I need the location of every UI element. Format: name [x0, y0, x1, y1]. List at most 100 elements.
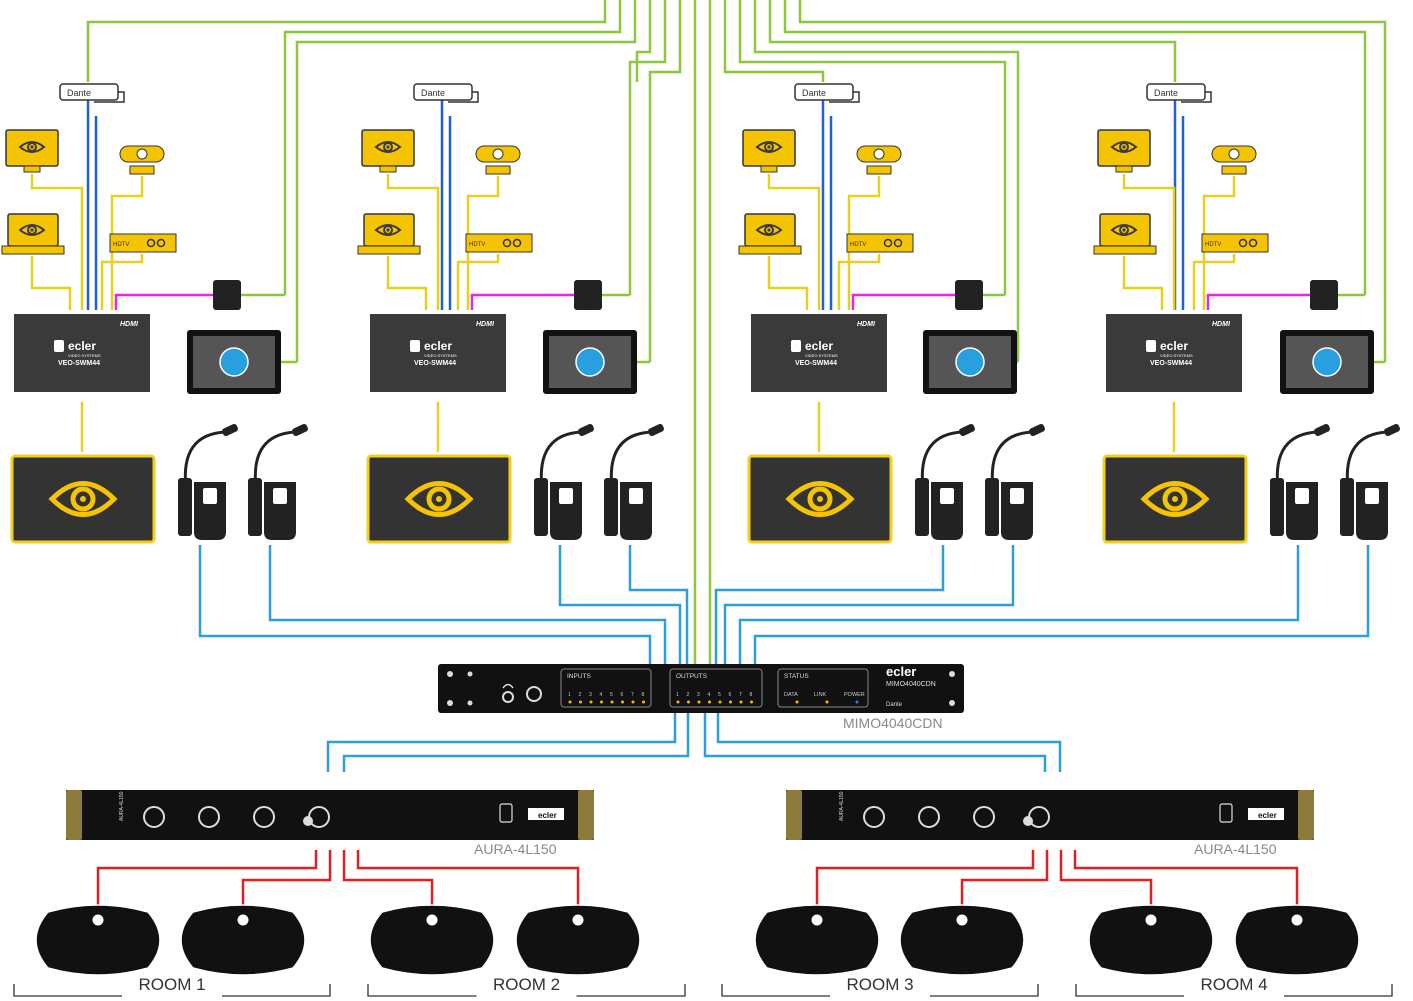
- status-item-label: LINK: [814, 692, 827, 698]
- channel-number: 7: [739, 692, 742, 698]
- network-cable: [753, 0, 1020, 362]
- ecler-logo-icon: [1146, 340, 1156, 352]
- ecler-logo-icon: [410, 340, 420, 352]
- switcher-brand: ecler: [805, 339, 833, 353]
- gooseneck-microphone: [248, 423, 308, 540]
- network-cable: [628, 0, 667, 295]
- power-button: [303, 816, 313, 826]
- headphone-icon: [502, 683, 514, 689]
- amp-model-plate: AURA-4L150: [119, 791, 125, 821]
- mic-neck: [539, 430, 583, 489]
- camera-lens-icon: [136, 148, 148, 160]
- camera-lens-icon: [1228, 148, 1240, 160]
- receiver-button: [1238, 238, 1248, 248]
- monitor: [361, 129, 415, 173]
- channel-led: [642, 700, 645, 704]
- usb-cable: [114, 293, 213, 310]
- inputs-panel: [560, 668, 652, 708]
- speaker-cable: [960, 850, 1049, 905]
- channel-number: 4: [708, 692, 711, 698]
- laptop-base: [1, 245, 65, 255]
- mic-connector: [1270, 478, 1284, 536]
- channel-number: 5: [610, 692, 613, 698]
- speakers: [35, 904, 1360, 976]
- speaker-cable: [356, 850, 580, 905]
- usb-cable: [851, 293, 955, 310]
- hdmi-cable: [100, 254, 144, 310]
- network-cable: [783, 0, 1367, 295]
- power-switch-icon: [499, 803, 513, 823]
- webcam: [475, 145, 521, 175]
- dante-adapter: Dante: [59, 83, 125, 103]
- hdmi-cable: [466, 176, 500, 310]
- usb-control-adapter: [574, 280, 602, 310]
- channel-led: [739, 700, 743, 704]
- speaker-logo-icon: [956, 914, 968, 926]
- mic-capsule: [222, 423, 238, 437]
- channel-led: [750, 700, 753, 704]
- channel-number: 2: [687, 692, 690, 698]
- hdmi-cable: [110, 176, 144, 310]
- hdmi-cable: [386, 256, 428, 310]
- bracket-right: [930, 984, 1039, 997]
- camera-lens-icon: [873, 148, 885, 160]
- channel-led: [729, 700, 732, 704]
- audio-output-cable: [342, 713, 690, 772]
- webcam-stand: [485, 165, 511, 175]
- touch-panel: [1280, 330, 1374, 394]
- eye-icon: [1140, 481, 1210, 517]
- mic-button-icon: [1295, 488, 1309, 504]
- laptop: [1093, 213, 1157, 255]
- dante-cable: [448, 91, 479, 103]
- hdtv-label: HDTV: [850, 242, 866, 248]
- network-cable: [283, 0, 622, 295]
- adapter-body: [1310, 280, 1338, 310]
- hdmi-cable: [1122, 174, 1176, 310]
- speaker-cable: [815, 850, 1035, 905]
- bracket-left: [367, 984, 477, 997]
- status-led: [795, 700, 799, 704]
- ceiling-speaker: [369, 904, 495, 976]
- gooseneck-microphone: [604, 423, 664, 540]
- amp-name: AURA-4L150: [474, 841, 557, 857]
- adapter-body: [574, 280, 602, 310]
- amp-brand: ecler: [1258, 811, 1277, 820]
- gain-knob: [863, 806, 885, 828]
- room-label: ROOM 2: [493, 975, 560, 994]
- status-item-label: DATA: [784, 692, 798, 698]
- channel-led: [718, 700, 722, 704]
- channel-led: [621, 700, 624, 704]
- room-label: ROOM 1: [138, 975, 205, 994]
- camera-lens-icon: [492, 148, 504, 160]
- switcher-brand: ecler: [424, 339, 452, 353]
- mic-capsule: [648, 423, 664, 437]
- bracket-left: [1075, 984, 1184, 997]
- channel-number: 3: [589, 692, 592, 698]
- room-label: ROOM 3: [846, 975, 913, 994]
- outputs-panel: [669, 668, 763, 708]
- laptop-base: [738, 245, 802, 255]
- display: [1102, 454, 1248, 544]
- ceiling-speaker: [1088, 904, 1214, 976]
- ecler-logo-icon: [791, 340, 801, 352]
- mic-neck: [990, 430, 1034, 489]
- eye-center: [436, 496, 442, 502]
- adapter-body: [213, 280, 241, 310]
- bracket-right: [576, 984, 686, 997]
- eye-center: [1172, 496, 1178, 502]
- webcam: [856, 145, 902, 175]
- ceiling-speaker: [35, 904, 161, 976]
- monitor-stand: [379, 165, 397, 173]
- audio-input-cable: [714, 545, 945, 664]
- power-switch-icon: [1219, 803, 1233, 823]
- switcher-model: VEO-SWM44: [58, 360, 100, 367]
- mic-button-icon: [629, 488, 643, 504]
- hdmi-cable: [386, 174, 440, 310]
- speaker-body: [515, 904, 641, 976]
